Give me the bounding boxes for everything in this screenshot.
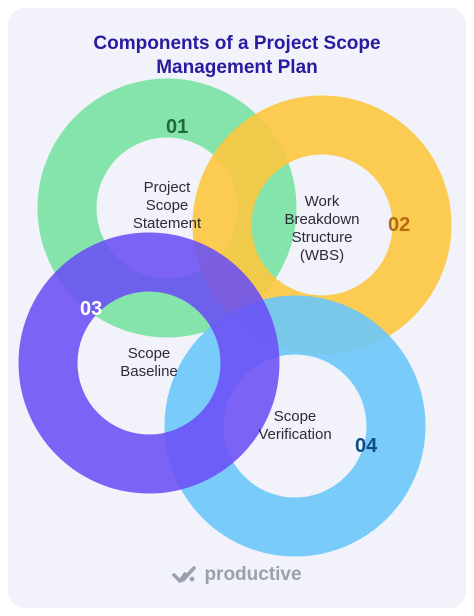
label-02-line-1: Work [304,193,340,210]
title-line-1: Components of a Project Scope [93,33,381,54]
component-number-01: 01 [166,116,189,138]
component-label-02: Work Breakdown Structure (WBS) [262,193,382,265]
productive-check-icon [172,566,197,583]
component-number-04: 04 [355,435,378,457]
label-02-line-2: Breakdown [284,211,360,228]
title-line-2: Management Plan [156,57,318,78]
label-03-line-2: Baseline [120,363,178,380]
ring-03 [18,232,280,494]
label-02-line-4: (WBS) [299,247,345,264]
scope-components-diagram [18,78,452,557]
component-number-02: 02 [388,214,411,236]
label-04-line-2: Verification [258,426,332,443]
component-number-03: 03 [80,298,103,320]
ring-01 [37,78,297,338]
component-label-04: Scope Verification [235,408,355,444]
brand-name: productive [204,564,302,585]
label-03-line-1: Scope [127,345,171,362]
label-01-line-2: Scope [145,197,189,214]
brand-logo: productive [8,564,466,586]
label-01-line-3: Statement [132,215,202,232]
component-label-01: Project Scope Statement [107,179,227,233]
page-title: Components of a Project Scope Management… [8,32,466,80]
component-label-03: Scope Baseline [89,345,209,381]
label-02-line-3: Structure [291,229,353,246]
label-04-line-1: Scope [273,408,317,425]
label-01-line-1: Project [143,179,191,196]
infographic-card: Components of a Project Scope Management… [8,8,466,608]
